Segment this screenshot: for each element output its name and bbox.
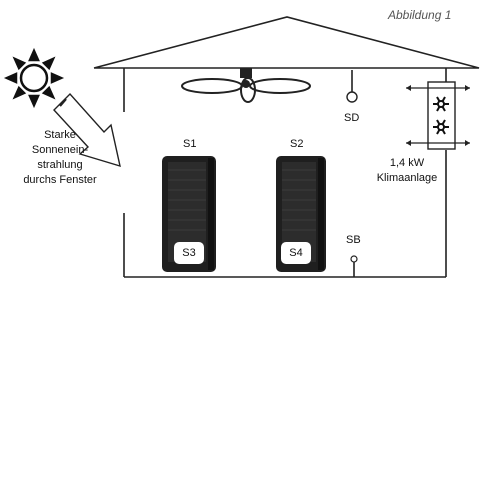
air-conditioner-unit bbox=[406, 81, 470, 150]
sensor-sd-icon bbox=[346, 70, 358, 103]
air-conditioner-label: 1,4 kW Klimaanlage bbox=[372, 156, 442, 186]
sensor-label-sd: SD bbox=[344, 112, 360, 124]
sun-label-line: durchs Fenster bbox=[23, 174, 97, 186]
cabinet-badge-s3: S3 bbox=[174, 242, 204, 264]
ac-power-label: 1,4 kW bbox=[389, 157, 425, 169]
sensor-sb-icon bbox=[350, 255, 358, 277]
radiation-arrow-icon bbox=[53, 92, 121, 168]
snowflake-icon bbox=[433, 119, 449, 135]
ac-name-label: Klimaanlage bbox=[376, 172, 438, 184]
sun-radiation-label: Starke Sonnenein- strahlung durchs Fenst… bbox=[12, 128, 108, 188]
sun-label-line: Starke bbox=[44, 129, 76, 141]
figure-caption: Abbildung 1 bbox=[388, 8, 452, 22]
sensor-label-sb: SB bbox=[346, 234, 361, 246]
snowflake-icon bbox=[433, 96, 449, 112]
sun-label-line: Sonnenein- bbox=[31, 144, 89, 156]
roof-outline bbox=[93, 16, 480, 69]
cabinet-label-s1: S1 bbox=[183, 138, 197, 150]
sun-label-line: strahlung bbox=[37, 159, 83, 171]
cabinet-badge-s4: S4 bbox=[281, 242, 311, 264]
sun-icon bbox=[3, 47, 65, 109]
ceiling-fan-icon bbox=[181, 68, 311, 103]
cabinet-label-s2: S2 bbox=[290, 138, 304, 150]
